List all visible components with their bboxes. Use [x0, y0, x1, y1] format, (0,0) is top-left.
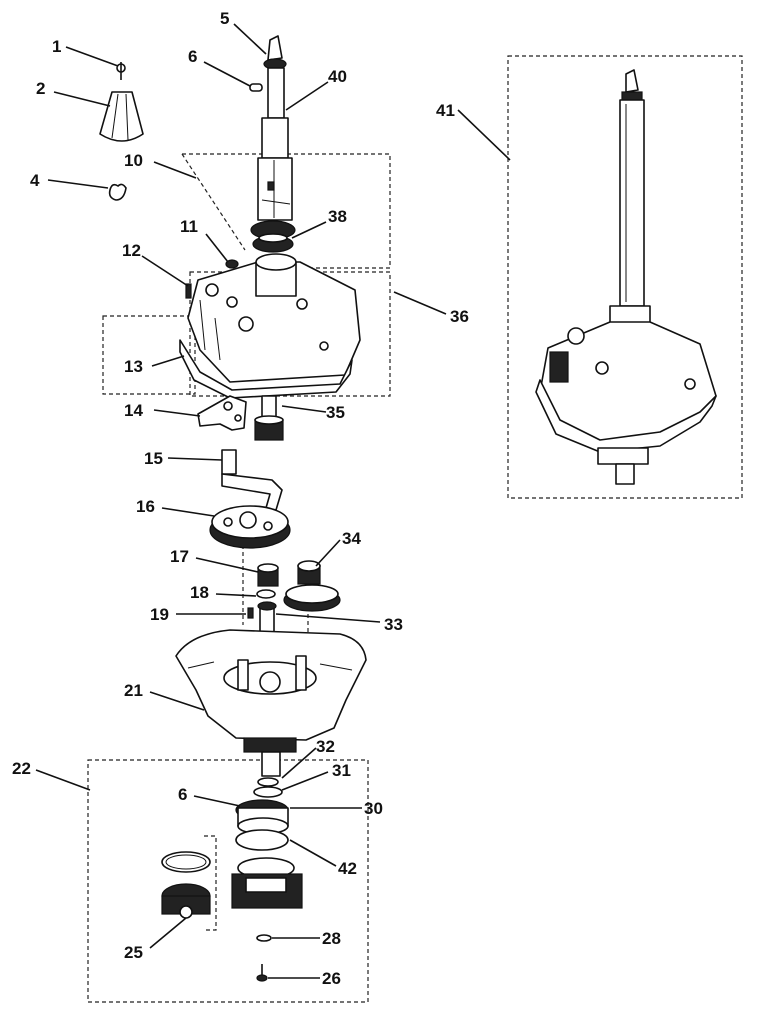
part-11-washer	[225, 259, 239, 269]
leader-lines	[35, 23, 511, 979]
callout-34: 34	[342, 529, 361, 548]
part-32-washer	[257, 777, 279, 787]
part-4-clip	[108, 183, 127, 201]
callout-5: 5	[220, 9, 229, 28]
part-31-bearing	[253, 786, 283, 798]
callout-22: 22	[12, 759, 31, 778]
part-ring-small	[161, 851, 211, 873]
callout-14: 14	[124, 401, 143, 420]
part-30-pulley	[235, 799, 289, 835]
part-19-key	[247, 607, 254, 619]
callout-38: 38	[328, 207, 347, 226]
callout-25: 25	[124, 943, 143, 962]
callout-33: 33	[384, 615, 403, 634]
callout-15: 15	[144, 449, 163, 468]
callout-32: 32	[316, 737, 335, 756]
part-41-assembly	[535, 69, 717, 485]
group-box-10	[181, 153, 391, 269]
part-1-pin	[116, 62, 126, 80]
part-25-coupling	[161, 883, 211, 919]
callout-17: 17	[170, 547, 189, 566]
callout-30: 30	[364, 799, 383, 818]
part-26-screw	[256, 964, 268, 982]
group-box-41	[507, 55, 743, 499]
callout-19: 19	[150, 605, 169, 624]
callout-18: 18	[190, 583, 209, 602]
part-40-shaft	[257, 67, 293, 221]
part-35-pinion	[254, 395, 284, 441]
part-13-gasket	[179, 339, 353, 399]
callout-11: 11	[180, 217, 198, 236]
group-box-13	[102, 315, 196, 395]
callout-36: 36	[450, 307, 469, 326]
callout-26: 26	[322, 969, 341, 988]
callout-28: 28	[322, 929, 341, 948]
callout-labels: 1 2 4 5 6 40 10 11 38 12 36 13 14 35 15 …	[12, 9, 469, 988]
part-18-ring	[256, 589, 276, 599]
part-17-pinion	[257, 563, 279, 587]
callout-4: 4	[30, 171, 40, 190]
part-14-cam	[197, 395, 247, 431]
part-28-washer	[256, 934, 272, 942]
callout-41: 41	[436, 101, 455, 120]
callout-35: 35	[326, 403, 345, 422]
part-clutch-block	[231, 857, 303, 909]
callout-13: 13	[124, 357, 143, 376]
callout-21: 21	[124, 681, 143, 700]
part-16-drive-gear	[209, 505, 291, 549]
part-6-key	[249, 83, 263, 92]
part-42-seal	[235, 829, 289, 851]
callout-31: 31	[332, 761, 351, 780]
group-box-22	[87, 759, 369, 1003]
part-2-cap	[99, 91, 144, 142]
callout-16: 16	[136, 497, 155, 516]
part-36-housing-cover	[187, 253, 361, 383]
callout-42: 42	[338, 859, 357, 878]
callout-2: 2	[36, 79, 45, 98]
part-21-gearcase	[175, 629, 367, 777]
callout-1: 1	[52, 37, 61, 56]
part-5-shaft-tip	[263, 35, 287, 70]
part-15-crank	[221, 449, 283, 511]
part-12-bolt	[185, 283, 192, 299]
part-38-seal	[250, 220, 296, 253]
callout-10: 10	[124, 151, 143, 170]
callout-40: 40	[328, 67, 347, 86]
callout-6-top: 6	[188, 47, 197, 66]
callout-12: 12	[122, 241, 141, 260]
part-34-gear	[283, 560, 341, 612]
group-box-25	[204, 835, 217, 931]
callout-6-bottom: 6	[178, 785, 187, 804]
